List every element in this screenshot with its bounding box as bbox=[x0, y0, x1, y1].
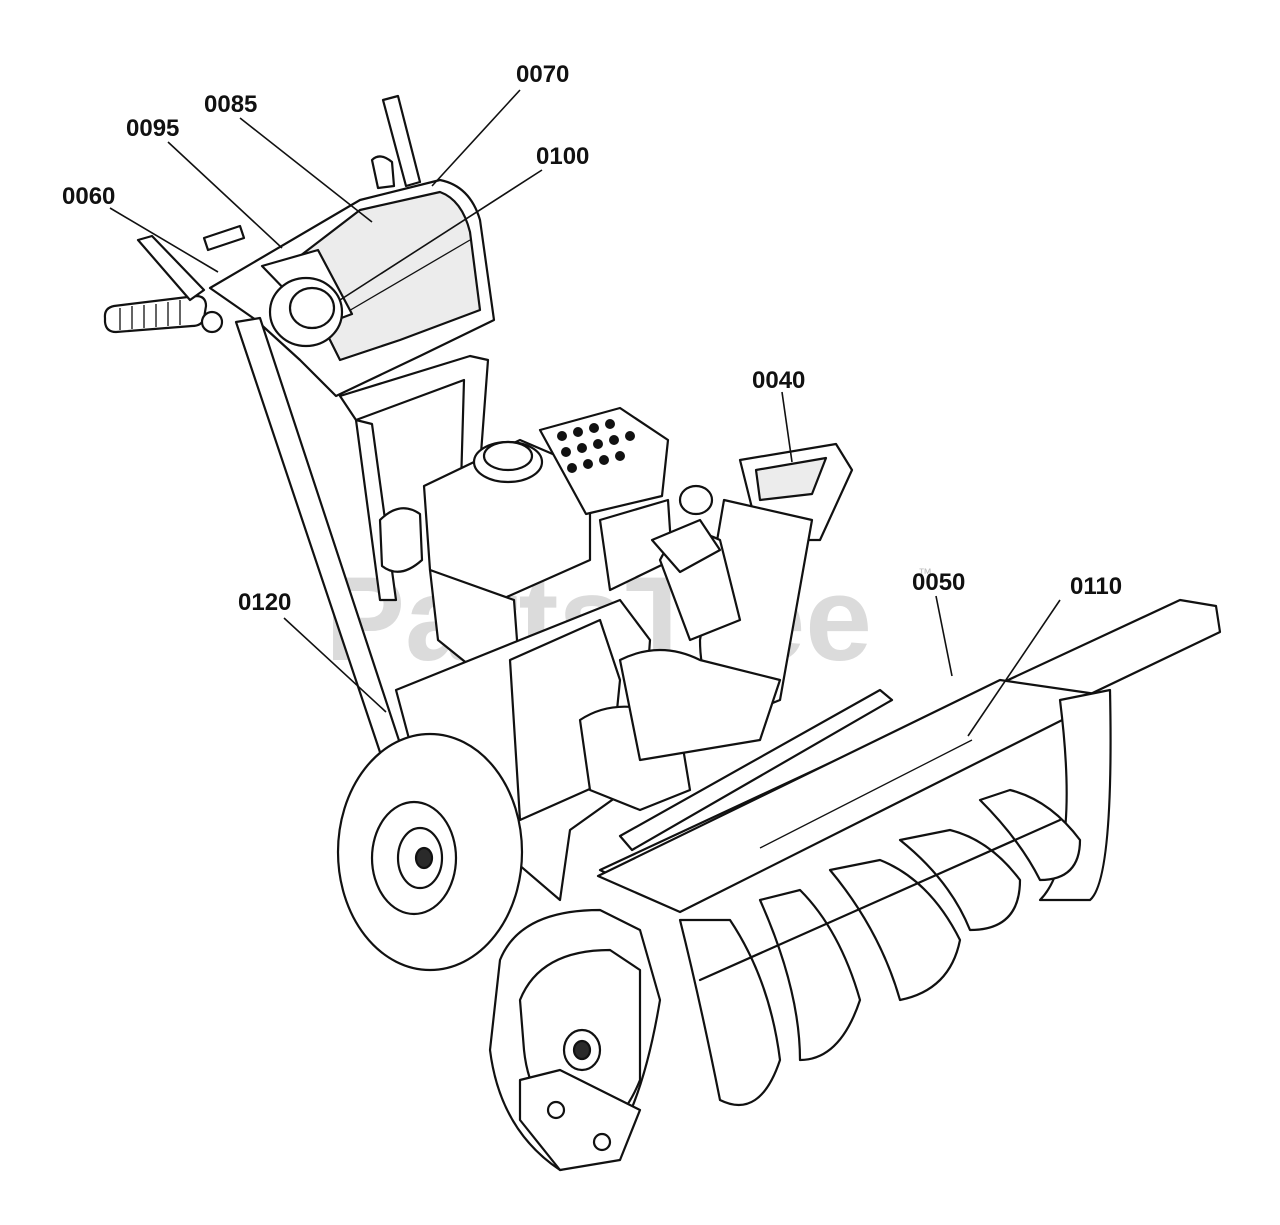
callout-0110: 0110 bbox=[1070, 573, 1122, 600]
leader-0085 bbox=[239, 117, 373, 223]
callout-0070: 0070 bbox=[516, 61, 569, 88]
leader-0060 bbox=[109, 207, 219, 273]
callout-0085: 0085 bbox=[204, 91, 257, 118]
wheel bbox=[336, 732, 524, 972]
callout-0050: 0050 bbox=[912, 569, 965, 596]
auger-housing bbox=[488, 598, 1222, 1172]
watermark-trademark: ™ bbox=[918, 565, 932, 581]
callout-0120: 0120 bbox=[238, 589, 291, 616]
leader-0095 bbox=[167, 141, 283, 249]
leader-0100 bbox=[339, 169, 543, 301]
leader-0110 bbox=[967, 599, 1061, 737]
callout-0095: 0095 bbox=[126, 115, 179, 142]
leader-0070 bbox=[431, 89, 521, 187]
discharge-chute bbox=[618, 442, 854, 762]
callout-0060: 0060 bbox=[62, 183, 115, 210]
callout-0100: 0100 bbox=[536, 143, 589, 170]
leader-0120 bbox=[283, 617, 387, 713]
leader-0050 bbox=[935, 595, 953, 677]
handle-assembly bbox=[103, 94, 496, 398]
callout-labels: 0070 0085 0095 0100 0060 0040 0120 0050 … bbox=[62, 61, 1122, 616]
callout-0040: 0040 bbox=[752, 367, 805, 394]
auger-spirals bbox=[678, 788, 1082, 1106]
leader-lines bbox=[109, 89, 1061, 737]
leader-0040 bbox=[781, 391, 793, 463]
